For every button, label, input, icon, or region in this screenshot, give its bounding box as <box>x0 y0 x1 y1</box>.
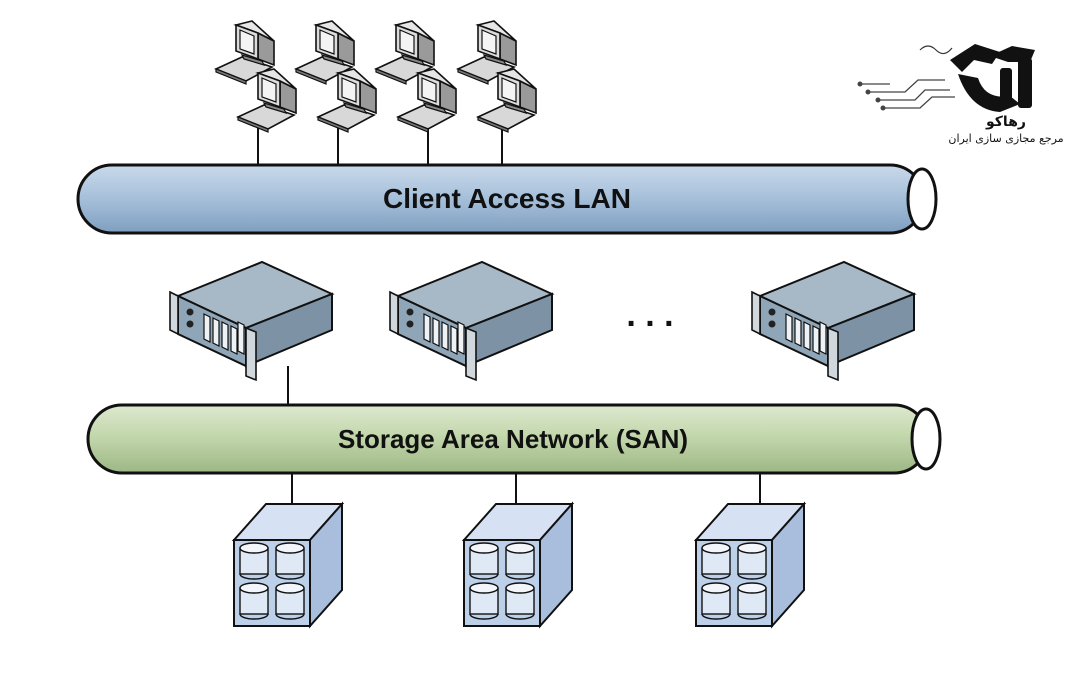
storage-connectors <box>291 473 761 505</box>
disk-icon <box>275 582 305 620</box>
storage-array-icon <box>461 501 575 629</box>
logo-tagline: مرجع مجازی سازی ایران <box>948 132 1063 145</box>
logo-title: رهاکو <box>985 114 1026 130</box>
client-computer-icon <box>475 68 537 133</box>
client-computer-icon <box>373 20 435 85</box>
server-icon <box>169 260 335 382</box>
client-computer-icon <box>293 20 355 85</box>
disk-icon <box>469 582 499 620</box>
server-ellipsis: . . . <box>626 296 673 334</box>
server-icon <box>389 260 555 382</box>
disk-icon <box>737 582 767 620</box>
disk-icon <box>701 542 731 580</box>
storage-arrays <box>231 501 807 629</box>
lan-label: Client Access LAN <box>383 183 631 214</box>
disk-icon <box>239 582 269 620</box>
storage-array-icon <box>231 501 345 629</box>
disk-icon <box>239 542 269 580</box>
disk-icon <box>505 582 535 620</box>
san-bus: Storage Area Network (SAN) <box>86 403 942 475</box>
client-computer-icon <box>213 20 275 85</box>
client-computer-icon <box>455 20 517 85</box>
client-computer-icon <box>235 68 297 133</box>
storage-array-icon <box>693 501 807 629</box>
disk-icon <box>701 582 731 620</box>
san-label: Storage Area Network (SAN) <box>338 424 688 454</box>
client-computer-icon <box>395 68 457 133</box>
client-access-lan-bus: Client Access LAN <box>76 163 938 235</box>
servers <box>169 260 917 382</box>
disk-icon <box>505 542 535 580</box>
disk-icon <box>469 542 499 580</box>
disk-icon <box>737 542 767 580</box>
client-computers <box>213 20 537 133</box>
disk-icon <box>275 542 305 580</box>
client-computer-icon <box>315 68 377 133</box>
pc-connectors <box>257 128 503 166</box>
rahako-logo-icon <box>857 44 1035 112</box>
server-icon <box>751 260 917 382</box>
